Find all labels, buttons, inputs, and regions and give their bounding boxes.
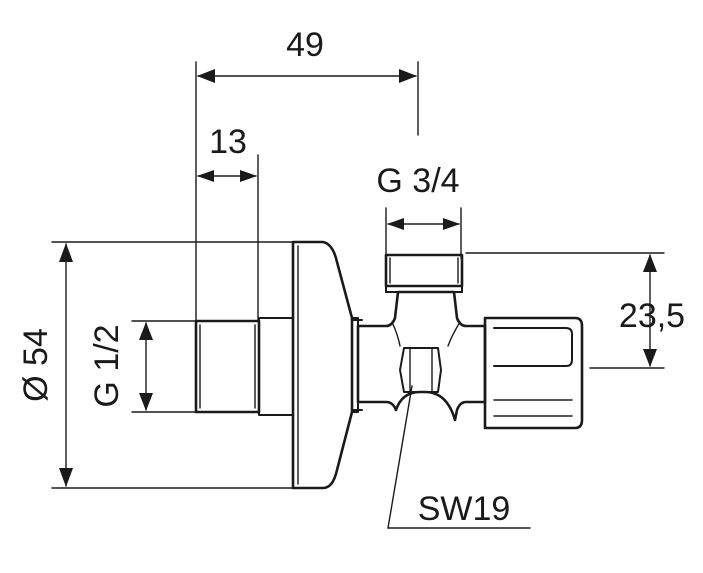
dimension-23-5-label: 23,5 [619, 297, 685, 335]
dimension-13-label: 13 [209, 123, 247, 161]
spanner-size-callout: SW19 [387, 385, 531, 529]
spanner-size-label: SW19 [418, 490, 511, 528]
dimension-diameter-54: Ø 54 [17, 241, 293, 489]
dimension-13: 13 [197, 123, 259, 321]
dimension-g34: G 3/4 [376, 162, 462, 259]
dimension-23-5: 23,5 [465, 252, 685, 369]
valve-body [194, 240, 584, 490]
dimension-49-label: 49 [286, 26, 324, 64]
dimension-g12-label: G 1/2 [88, 324, 126, 407]
dimension-g12: G 1/2 [88, 320, 197, 413]
dimension-49: 49 [195, 26, 419, 321]
dimension-diameter-54-label: Ø 54 [17, 328, 55, 402]
dimension-g34-label: G 3/4 [376, 162, 459, 200]
